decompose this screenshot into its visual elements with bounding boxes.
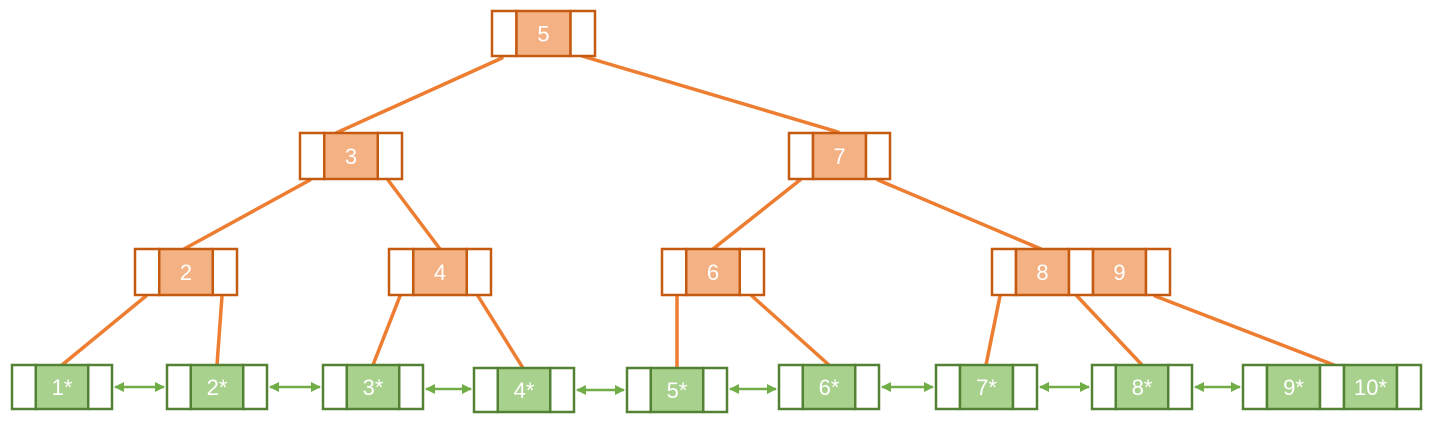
key-label: 3* (363, 375, 384, 400)
edge-n6-l6 (750, 294, 831, 367)
key-slot (1014, 247, 1071, 297)
key-slot (811, 131, 868, 181)
key-slot (34, 363, 90, 411)
edge-n4-l4 (476, 294, 525, 370)
pointer-slot (10, 363, 38, 411)
pointer-slot (864, 131, 892, 181)
pointer-slot (1090, 363, 1118, 411)
pointer-slot (548, 366, 576, 414)
leaf-node-l3: 3* (321, 363, 425, 411)
pointer-slot (211, 247, 239, 297)
key-slot (684, 247, 742, 297)
pointer-slot (321, 363, 349, 411)
pointer-slot (376, 131, 404, 181)
key-label: 6 (707, 260, 719, 285)
key-label: 3 (345, 144, 357, 169)
internal-node-n7: 7 (787, 131, 892, 181)
key-label: 8 (1036, 260, 1048, 285)
key-slot (1342, 363, 1399, 411)
edge-n7-n6 (711, 178, 802, 251)
edge-n2-l2 (215, 294, 224, 367)
key-slot (157, 247, 215, 297)
edge-n89-l7 (984, 294, 1002, 367)
key-label: 4* (514, 378, 535, 403)
internal-node-n4: 4 (387, 247, 493, 297)
edge-n3-n2 (182, 178, 312, 251)
leaf-node-l5: 5* (625, 366, 729, 414)
pointer-slot (1067, 247, 1095, 297)
key-label: 5* (667, 378, 688, 403)
pointer-slot (86, 363, 114, 411)
pointer-slot (465, 247, 493, 297)
key-label: 7* (976, 375, 997, 400)
leaf-node-l7: 7* (934, 363, 1039, 411)
internal-node-n2: 2 (133, 247, 239, 297)
pointer-slot (387, 247, 415, 297)
pointer-slot (625, 366, 653, 414)
key-label: 10* (1354, 375, 1387, 400)
pointer-slot (660, 247, 688, 297)
pointer-slot (1011, 363, 1039, 411)
pointer-slot (569, 9, 597, 58)
key-slot (411, 247, 469, 297)
pointer-slot (133, 247, 161, 297)
pointer-slot (934, 363, 962, 411)
pointer-slot (165, 363, 193, 411)
edge-n89-l8 (1075, 294, 1144, 367)
pointer-slot (472, 366, 500, 414)
pointer-slot (298, 131, 326, 181)
key-label: 4 (434, 260, 446, 285)
key-label: 9 (1113, 260, 1125, 285)
key-label: 2* (207, 375, 228, 400)
pointer-slot (990, 247, 1018, 297)
pointer-slot (1144, 247, 1172, 297)
pointer-slot (1318, 363, 1346, 411)
key-slot (189, 363, 245, 411)
key-label: 1* (52, 375, 73, 400)
pointer-slot (1395, 363, 1423, 411)
leaf-node-l6: 6* (777, 363, 881, 411)
leaf-node-l1: 1* (10, 363, 114, 411)
key-label: 5 (537, 22, 549, 47)
edge-n5-n7 (580, 54, 840, 134)
leaf-sibling-links (114, 382, 1241, 395)
internal-node-n6: 6 (660, 247, 766, 297)
leaf-node-l8: 8* (1090, 363, 1194, 411)
leaf-node-l4: 4* (472, 366, 576, 414)
key-slot (322, 131, 380, 181)
leaf-node-l2: 2* (165, 363, 269, 411)
pointer-slot (738, 247, 766, 297)
key-label: 2 (180, 260, 192, 285)
edge-n4-l3 (371, 294, 402, 367)
key-slot (1114, 363, 1170, 411)
pointer-slot (1166, 363, 1194, 411)
edge-n2-l1 (60, 294, 148, 367)
pointer-slot (1241, 363, 1269, 411)
edge-n89-l9 (1153, 294, 1336, 367)
key-label: 9* (1283, 375, 1304, 400)
key-slot (345, 363, 401, 411)
edge-n7-n89 (876, 178, 1043, 251)
internal-node-n3: 3 (298, 131, 404, 181)
key-label: 7 (833, 144, 845, 169)
pointer-slot (490, 9, 518, 58)
internal-node-n5: 5 (490, 9, 597, 58)
pointer-slot (787, 131, 815, 181)
pointer-slot (853, 363, 881, 411)
key-label: 8* (1132, 375, 1153, 400)
key-slot (649, 366, 705, 414)
edge-n5-n3 (334, 56, 504, 135)
pointer-slot (701, 366, 729, 414)
edge-n3-n4 (386, 178, 442, 251)
key-label: 6* (819, 375, 840, 400)
pointer-slot (397, 363, 425, 411)
tree-edges (60, 54, 1336, 370)
leaf-node-l9: 9* 10* (1241, 363, 1423, 411)
pointer-slot (777, 363, 805, 411)
pointer-slot (241, 363, 269, 411)
